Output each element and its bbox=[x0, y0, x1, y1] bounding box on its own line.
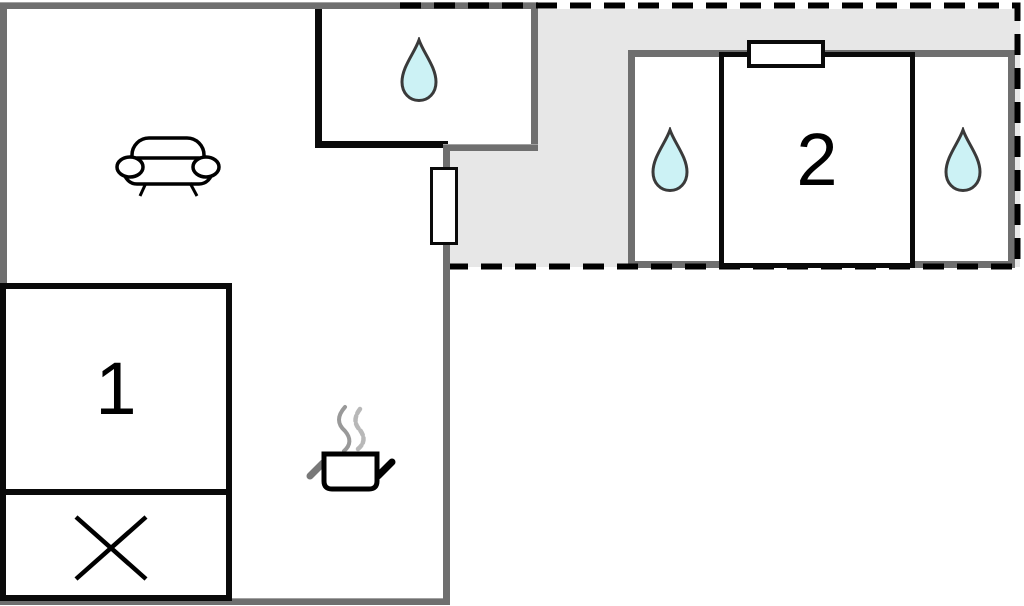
bedroom-1-divider-wall bbox=[0, 489, 232, 495]
water-drop-icon bbox=[944, 127, 982, 193]
bedroom-1-label: 1 bbox=[95, 347, 137, 430]
sofa-icon bbox=[115, 136, 221, 197]
bathroom-left-wall bbox=[315, 4, 322, 148]
bathroom-right-wall bbox=[531, 2, 538, 151]
bedroom-2-label: 2 bbox=[796, 118, 838, 201]
water-drop-icon bbox=[651, 127, 689, 193]
bedroom-1 bbox=[0, 283, 232, 601]
water-drop-icon bbox=[400, 37, 438, 103]
closet-x-icon bbox=[74, 515, 148, 581]
terrace-area-inner bbox=[450, 151, 538, 267]
right-wall bbox=[443, 144, 450, 605]
bottom-wall bbox=[0, 598, 450, 605]
bathroom-bottom-wall bbox=[315, 141, 448, 148]
top-wall bbox=[0, 2, 538, 9]
window-icon bbox=[747, 40, 825, 68]
bathroom-bottom-grey-wall bbox=[443, 144, 538, 151]
radiator-icon bbox=[430, 167, 458, 245]
cooking-pot-icon bbox=[306, 405, 396, 492]
